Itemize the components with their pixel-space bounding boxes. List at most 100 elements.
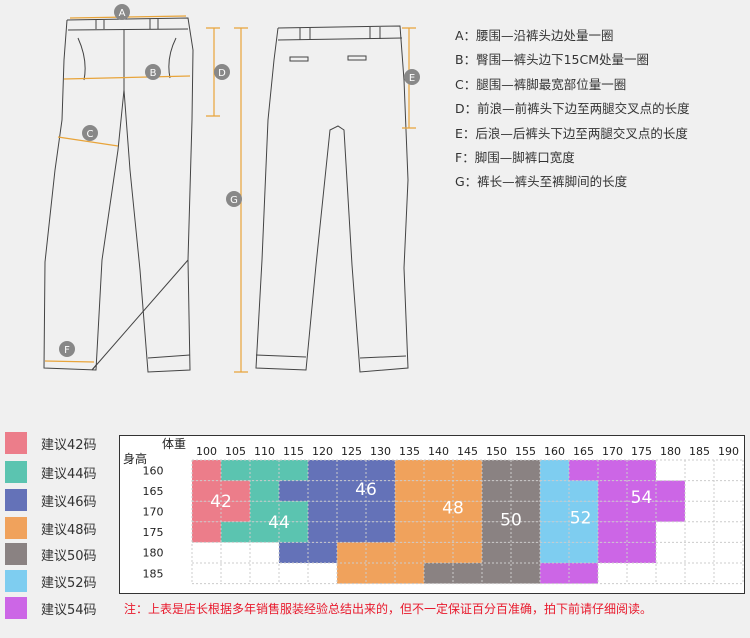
size-cell bbox=[366, 480, 395, 502]
size-cell bbox=[366, 542, 395, 563]
legend-label-42: 建议42码 bbox=[41, 438, 97, 453]
legend-swatch-48 bbox=[5, 517, 27, 539]
size-cell bbox=[308, 542, 337, 563]
size-cell bbox=[221, 501, 250, 522]
size-region-label: 52 bbox=[570, 509, 592, 529]
height-header: 185 bbox=[143, 567, 164, 580]
size-cell bbox=[250, 521, 279, 543]
weight-header: 115 bbox=[283, 445, 304, 458]
weight-header: 175 bbox=[631, 445, 652, 458]
size-region-label: 54 bbox=[631, 488, 653, 508]
size-cell bbox=[482, 542, 511, 563]
marker-a: A bbox=[119, 8, 126, 19]
legend-label-44: 建议44码 bbox=[41, 467, 97, 482]
size-cell bbox=[482, 480, 511, 502]
size-cell bbox=[569, 521, 598, 543]
size-cell bbox=[656, 521, 685, 543]
size-cell bbox=[511, 480, 540, 502]
weight-header: 110 bbox=[254, 445, 275, 458]
weight-header: 145 bbox=[457, 445, 478, 458]
legend-item-54: 建议54码 bbox=[5, 597, 120, 619]
definition-e: E：后浪—后裤头下边至两腿交叉点的长度 bbox=[455, 125, 688, 141]
definition-d: D：前浪—前裤头下边至两腿交叉点的长度 bbox=[455, 101, 690, 117]
legend-item-44: 建议44码 bbox=[5, 461, 120, 483]
size-cell bbox=[569, 460, 598, 481]
size-cell bbox=[656, 480, 685, 502]
legend-item-48: 建议48码 bbox=[5, 517, 120, 539]
marker-e: E bbox=[409, 73, 415, 84]
size-cell bbox=[511, 521, 540, 543]
marker-g: G bbox=[230, 195, 238, 206]
legend-label-48: 建议48码 bbox=[41, 523, 97, 538]
size-cell bbox=[540, 563, 569, 584]
size-cell bbox=[424, 521, 453, 543]
legend-swatch-46 bbox=[5, 489, 27, 511]
size-cell bbox=[337, 563, 366, 584]
size-cell bbox=[627, 501, 656, 522]
pants-measurement-diagram: A B C D E F G bbox=[43, 4, 420, 373]
size-cell bbox=[221, 480, 250, 502]
size-cell bbox=[366, 563, 395, 584]
front-pants-outline bbox=[43, 17, 194, 373]
size-cell bbox=[714, 521, 743, 543]
size-cell bbox=[279, 460, 308, 481]
size-cell bbox=[598, 460, 627, 481]
size-cell bbox=[453, 460, 482, 481]
size-cell bbox=[453, 521, 482, 543]
size-cell bbox=[192, 521, 221, 543]
size-cell bbox=[366, 460, 395, 481]
size-cell bbox=[656, 542, 685, 563]
legend-label-52: 建议52码 bbox=[41, 576, 97, 591]
height-header: 175 bbox=[143, 526, 164, 539]
weight-header: 125 bbox=[341, 445, 362, 458]
size-cell bbox=[685, 501, 714, 522]
size-cell bbox=[627, 521, 656, 543]
weight-header: 120 bbox=[312, 445, 333, 458]
weight-header: 130 bbox=[370, 445, 391, 458]
legend-label-46: 建议46码 bbox=[41, 495, 97, 510]
size-cell bbox=[569, 501, 598, 522]
size-cell bbox=[192, 542, 221, 563]
size-cell bbox=[453, 542, 482, 563]
size-cell bbox=[598, 542, 627, 563]
height-header: 165 bbox=[143, 485, 164, 498]
size-cell bbox=[395, 501, 424, 522]
size-cell bbox=[308, 563, 337, 584]
legend-swatch-54 bbox=[5, 597, 27, 619]
size-cell bbox=[627, 480, 656, 502]
corner-height-label: 身高 bbox=[123, 451, 147, 466]
weight-header: 170 bbox=[602, 445, 623, 458]
size-cell bbox=[714, 563, 743, 584]
size-cell bbox=[598, 563, 627, 584]
size-cell bbox=[453, 480, 482, 502]
size-cell bbox=[540, 521, 569, 543]
size-cell bbox=[482, 563, 511, 584]
size-cell bbox=[569, 480, 598, 502]
size-cell bbox=[685, 480, 714, 502]
size-cell bbox=[308, 460, 337, 481]
legend-swatch-44 bbox=[5, 461, 27, 483]
size-cell bbox=[598, 480, 627, 502]
weight-header: 135 bbox=[399, 445, 420, 458]
size-cell bbox=[569, 542, 598, 563]
measurement-definitions: A：腰围—沿裤头边处量一圈 B：臀围—裤头边下15CM处量一圈 C：腿围—裤脚最… bbox=[455, 24, 745, 195]
size-cell bbox=[250, 542, 279, 563]
weight-header: 155 bbox=[515, 445, 536, 458]
size-cell bbox=[540, 480, 569, 502]
size-cell bbox=[395, 460, 424, 481]
size-cell bbox=[540, 542, 569, 563]
size-cell bbox=[569, 563, 598, 584]
definition-a: A：腰围—沿裤头边处量一圈 bbox=[455, 28, 614, 43]
size-cell bbox=[627, 563, 656, 584]
size-cell bbox=[714, 480, 743, 502]
size-cell bbox=[192, 563, 221, 584]
height-header: 170 bbox=[143, 506, 164, 519]
size-cell bbox=[540, 501, 569, 522]
marker-f: F bbox=[64, 345, 70, 356]
size-cell bbox=[627, 460, 656, 481]
size-cell bbox=[482, 521, 511, 543]
legend-swatch-50 bbox=[5, 543, 27, 565]
weight-header: 105 bbox=[225, 445, 246, 458]
